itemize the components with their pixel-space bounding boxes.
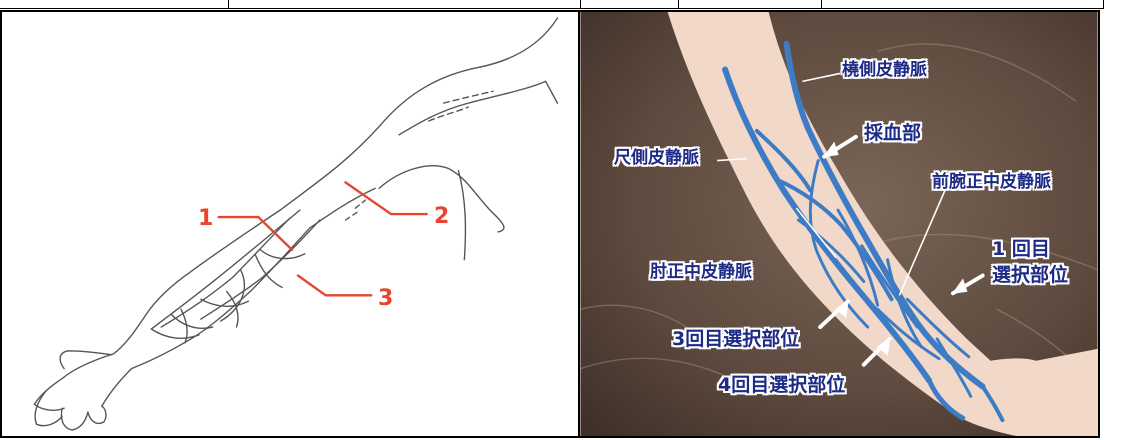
vein-illustration-panel: 橈側皮静脈 採血部 尺側皮静脈 前腕正中皮静脈 肘正中皮静脈 1 回目 選択部位… [578,10,1100,438]
top-table-strip [0,0,1104,9]
label-third-site: 3回目選択部位 [672,330,799,349]
label-first-site-line2: 選択部位 [992,266,1068,285]
table-divider [580,0,581,8]
label-basilic-vein: 尺側皮静脈 [614,150,699,167]
marker-3: 3 [378,288,393,310]
arm-line-drawing-panel: 1 2 3 [0,10,580,438]
vein-illustration [580,12,1098,436]
label-median-antebrachial-vein: 前腕正中皮静脈 [932,174,1051,191]
label-median-cubital-vein: 肘正中皮静脈 [650,264,752,281]
marker-1: 1 [198,208,213,230]
table-divider [678,0,679,8]
table-divider [228,0,229,8]
table-divider [821,0,822,8]
label-cephalic-vein: 橈側皮静脈 [842,62,927,79]
label-fourth-site: 4回目選択部位 [718,376,845,395]
arm-sketch [2,12,578,436]
marker-2: 2 [434,206,449,228]
label-blood-collection-site: 採血部 [864,124,921,143]
label-first-site-line1: 1 回目 [992,240,1050,259]
